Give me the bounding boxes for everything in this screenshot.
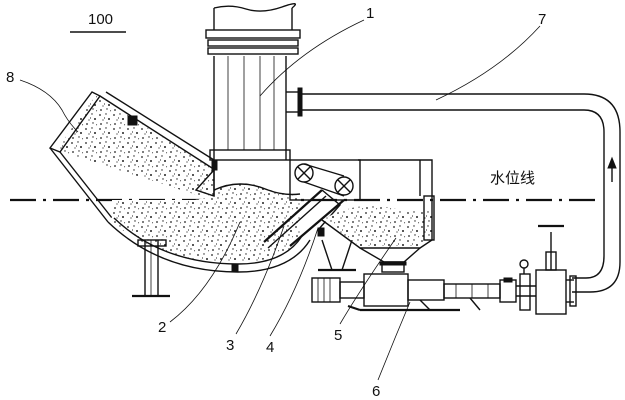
settling-tank	[321, 159, 435, 273]
valve-assembly	[516, 224, 577, 315]
callout-leaders	[19, 19, 541, 381]
callout-5: 5	[334, 327, 342, 344]
support-legs	[132, 239, 356, 298]
callout-2: 2	[158, 319, 166, 336]
separator-mechanism	[263, 159, 361, 249]
svg-text:100: 100	[88, 11, 113, 28]
callout-8: 8	[6, 69, 14, 86]
callout-7: 7	[538, 11, 546, 28]
water-level-label: 水位线	[490, 169, 535, 187]
callout-3: 3	[226, 337, 234, 354]
screw-conveyor	[311, 273, 517, 312]
figure-number: 100	[70, 11, 126, 33]
callout-labels: 1 2 3 4 5 6 7 8	[6, 5, 546, 400]
return-pipe	[297, 87, 621, 293]
feed-column	[205, 3, 301, 161]
callout-1: 1	[366, 5, 374, 22]
callout-4: 4	[266, 339, 274, 356]
callout-6: 6	[372, 383, 380, 400]
inclined-hopper	[48, 91, 215, 223]
